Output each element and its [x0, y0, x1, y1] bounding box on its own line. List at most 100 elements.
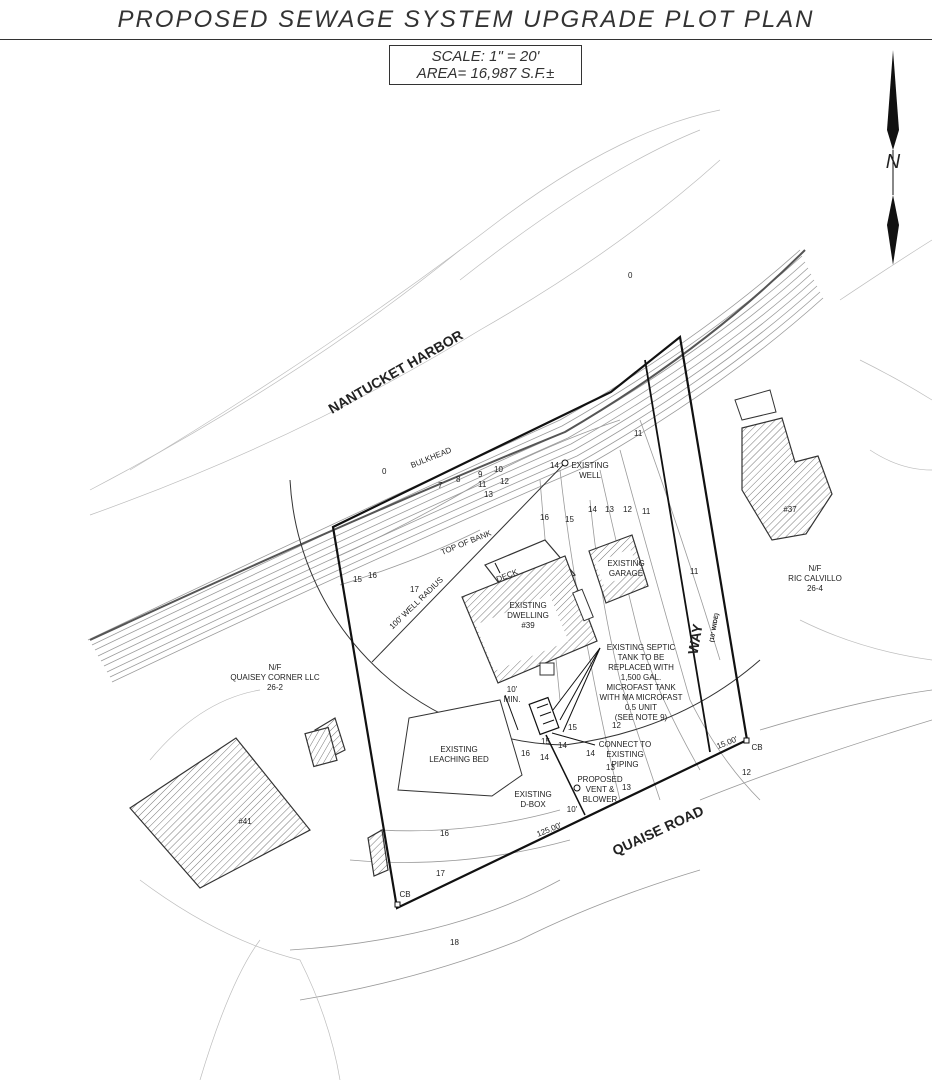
property-boundary	[331, 334, 749, 910]
contour-label: 16	[540, 513, 549, 522]
neighbor-building-37	[734, 389, 833, 541]
septic-note-line: REPLACED WITH	[608, 663, 674, 672]
septic-note-line: WITH MA MICROFAST	[599, 693, 682, 702]
lot-41-label: #41	[238, 817, 252, 826]
existing-dwelling	[461, 539, 598, 684]
contour-label: 15	[541, 737, 550, 746]
contour-label: 0	[382, 467, 387, 476]
contour-label: 16	[440, 829, 449, 838]
top-of-bank-label: TOP OF BANK	[440, 528, 494, 557]
sewer-pipe	[545, 734, 586, 816]
bulkhead-label: BULKHEAD	[409, 445, 453, 470]
cb-right-label: CB	[751, 743, 762, 752]
contour-label: 14	[550, 461, 559, 470]
contour-label: 17	[410, 585, 419, 594]
bulkhead-line	[89, 249, 806, 641]
dbox-label-1: EXISTING	[514, 790, 551, 799]
contour-label: 15	[353, 575, 362, 584]
contour-label: 13	[605, 505, 614, 514]
dwelling-label-3: #39	[521, 621, 535, 630]
contour-label: 14	[558, 741, 567, 750]
contour-label: 14	[588, 505, 597, 514]
contour-label: 12	[500, 477, 509, 486]
neighbor-building-41	[129, 717, 389, 889]
north-arrow-icon: N	[886, 50, 901, 265]
existing-well-label-2: WELL	[579, 471, 601, 480]
cb-left-marker	[394, 901, 401, 908]
neighbor-right-label-2: RIC CALVILLO	[788, 574, 842, 583]
contour-label: 7	[438, 481, 443, 490]
page-title: PROPOSED SEWAGE SYSTEM UPGRADE PLOT PLAN	[117, 6, 815, 33]
connect-label-1: CONNECT TO	[599, 740, 651, 749]
neighbor-left-label-2: QUAISEY CORNER LLC	[230, 673, 319, 682]
leaching-bed-label-2: LEACHING BED	[429, 755, 489, 764]
callout-leaders	[494, 562, 601, 746]
lot-37-label: #37	[783, 505, 797, 514]
contour-label: 12	[623, 505, 632, 514]
existing-garage	[588, 534, 649, 604]
leaching-bed	[397, 699, 523, 797]
contour-label: 15	[568, 723, 577, 732]
harbor-label: NANTUCKET HARBOR	[325, 327, 465, 417]
title-bar: PROPOSED SEWAGE SYSTEM UPGRADE PLOT PLAN	[0, 0, 932, 40]
well-marker	[561, 459, 569, 467]
contour-label: 9	[478, 470, 483, 479]
contour-label: 12	[742, 768, 751, 777]
contour-label: 11	[634, 429, 643, 438]
neighbor-right-label-1: N/F	[809, 564, 822, 573]
vent-label-3: BLOWER	[583, 795, 618, 804]
contour-label: 11	[690, 567, 699, 576]
way-width-label: (10' WIDE)	[710, 613, 721, 643]
contour-label: 13	[622, 783, 631, 792]
ten-min-label-1: 10'	[507, 685, 518, 694]
septic-tank	[528, 696, 560, 736]
vent-label-2: VENT &	[586, 785, 615, 794]
area-text: AREA= 16,987 S.F.±	[416, 65, 555, 82]
contour-label: 14	[586, 749, 595, 758]
dwelling-label-2: DWELLING	[507, 611, 549, 620]
leaching-bed-label-1: EXISTING	[440, 745, 477, 754]
contour-label: 11	[478, 480, 487, 489]
contour-label: 13	[484, 490, 493, 499]
contour-label: 15	[565, 515, 574, 524]
dwelling-label-1: EXISTING	[509, 601, 546, 610]
way-label: WAY	[685, 622, 706, 656]
septic-note-line: 0.5 UNIT	[625, 703, 657, 712]
neighbor-left-label-3: 26-2	[267, 683, 284, 692]
scale-box: SCALE: 1" = 20' AREA= 16,987 S.F.±	[389, 45, 582, 85]
garage-label-1: EXISTING	[607, 559, 644, 568]
neighbor-left-label-1: N/F	[269, 663, 282, 672]
septic-note-line: MICROFAST TANK	[606, 683, 676, 692]
contour-label: 10	[494, 465, 503, 474]
well-radius-line	[371, 462, 566, 663]
contour-label: 8	[456, 475, 461, 484]
septic-note: EXISTING SEPTIC TANK TO BE REPLACED WITH…	[599, 643, 682, 722]
ten-min-label-2: MIN.	[504, 695, 521, 704]
contour-label: 17	[436, 869, 445, 878]
connect-label-3: PIPING	[611, 760, 638, 769]
neighbor-right-label-3: 26-4	[807, 584, 824, 593]
vent-label-1: PROPOSED	[577, 775, 623, 784]
septic-note-line: EXISTING SEPTIC	[607, 643, 676, 652]
septic-note-line: 1,500 GAL.	[621, 673, 661, 682]
cb-left-label: CB	[399, 890, 410, 899]
contour-label: 18	[450, 938, 459, 947]
vent-marker	[573, 784, 581, 792]
contour-label: 16	[368, 571, 377, 580]
shed-left	[304, 726, 338, 768]
garage-label-2: GARAGE	[609, 569, 643, 578]
septic-note-line: (SEE NOTE 9)	[615, 713, 668, 722]
contour-labels: 0 0 7 8 9 10 11 12 13 14 15 16 17 16 15 …	[353, 271, 751, 947]
dbox-label-2: D-BOX	[520, 800, 546, 809]
scale-text: SCALE: 1" = 20'	[431, 48, 540, 65]
well-radius-label: 100' WELL RADIUS	[388, 575, 445, 631]
contour-label: 13	[606, 763, 615, 772]
contour-label: 16	[521, 749, 530, 758]
contour-label: 14	[540, 753, 549, 762]
ten-label: 10'	[567, 805, 578, 814]
contour-label: 11	[642, 507, 651, 516]
contour-lines	[87, 109, 932, 1080]
septic-note-line: TANK TO BE	[618, 653, 665, 662]
connect-label-2: EXISTING	[606, 750, 643, 759]
